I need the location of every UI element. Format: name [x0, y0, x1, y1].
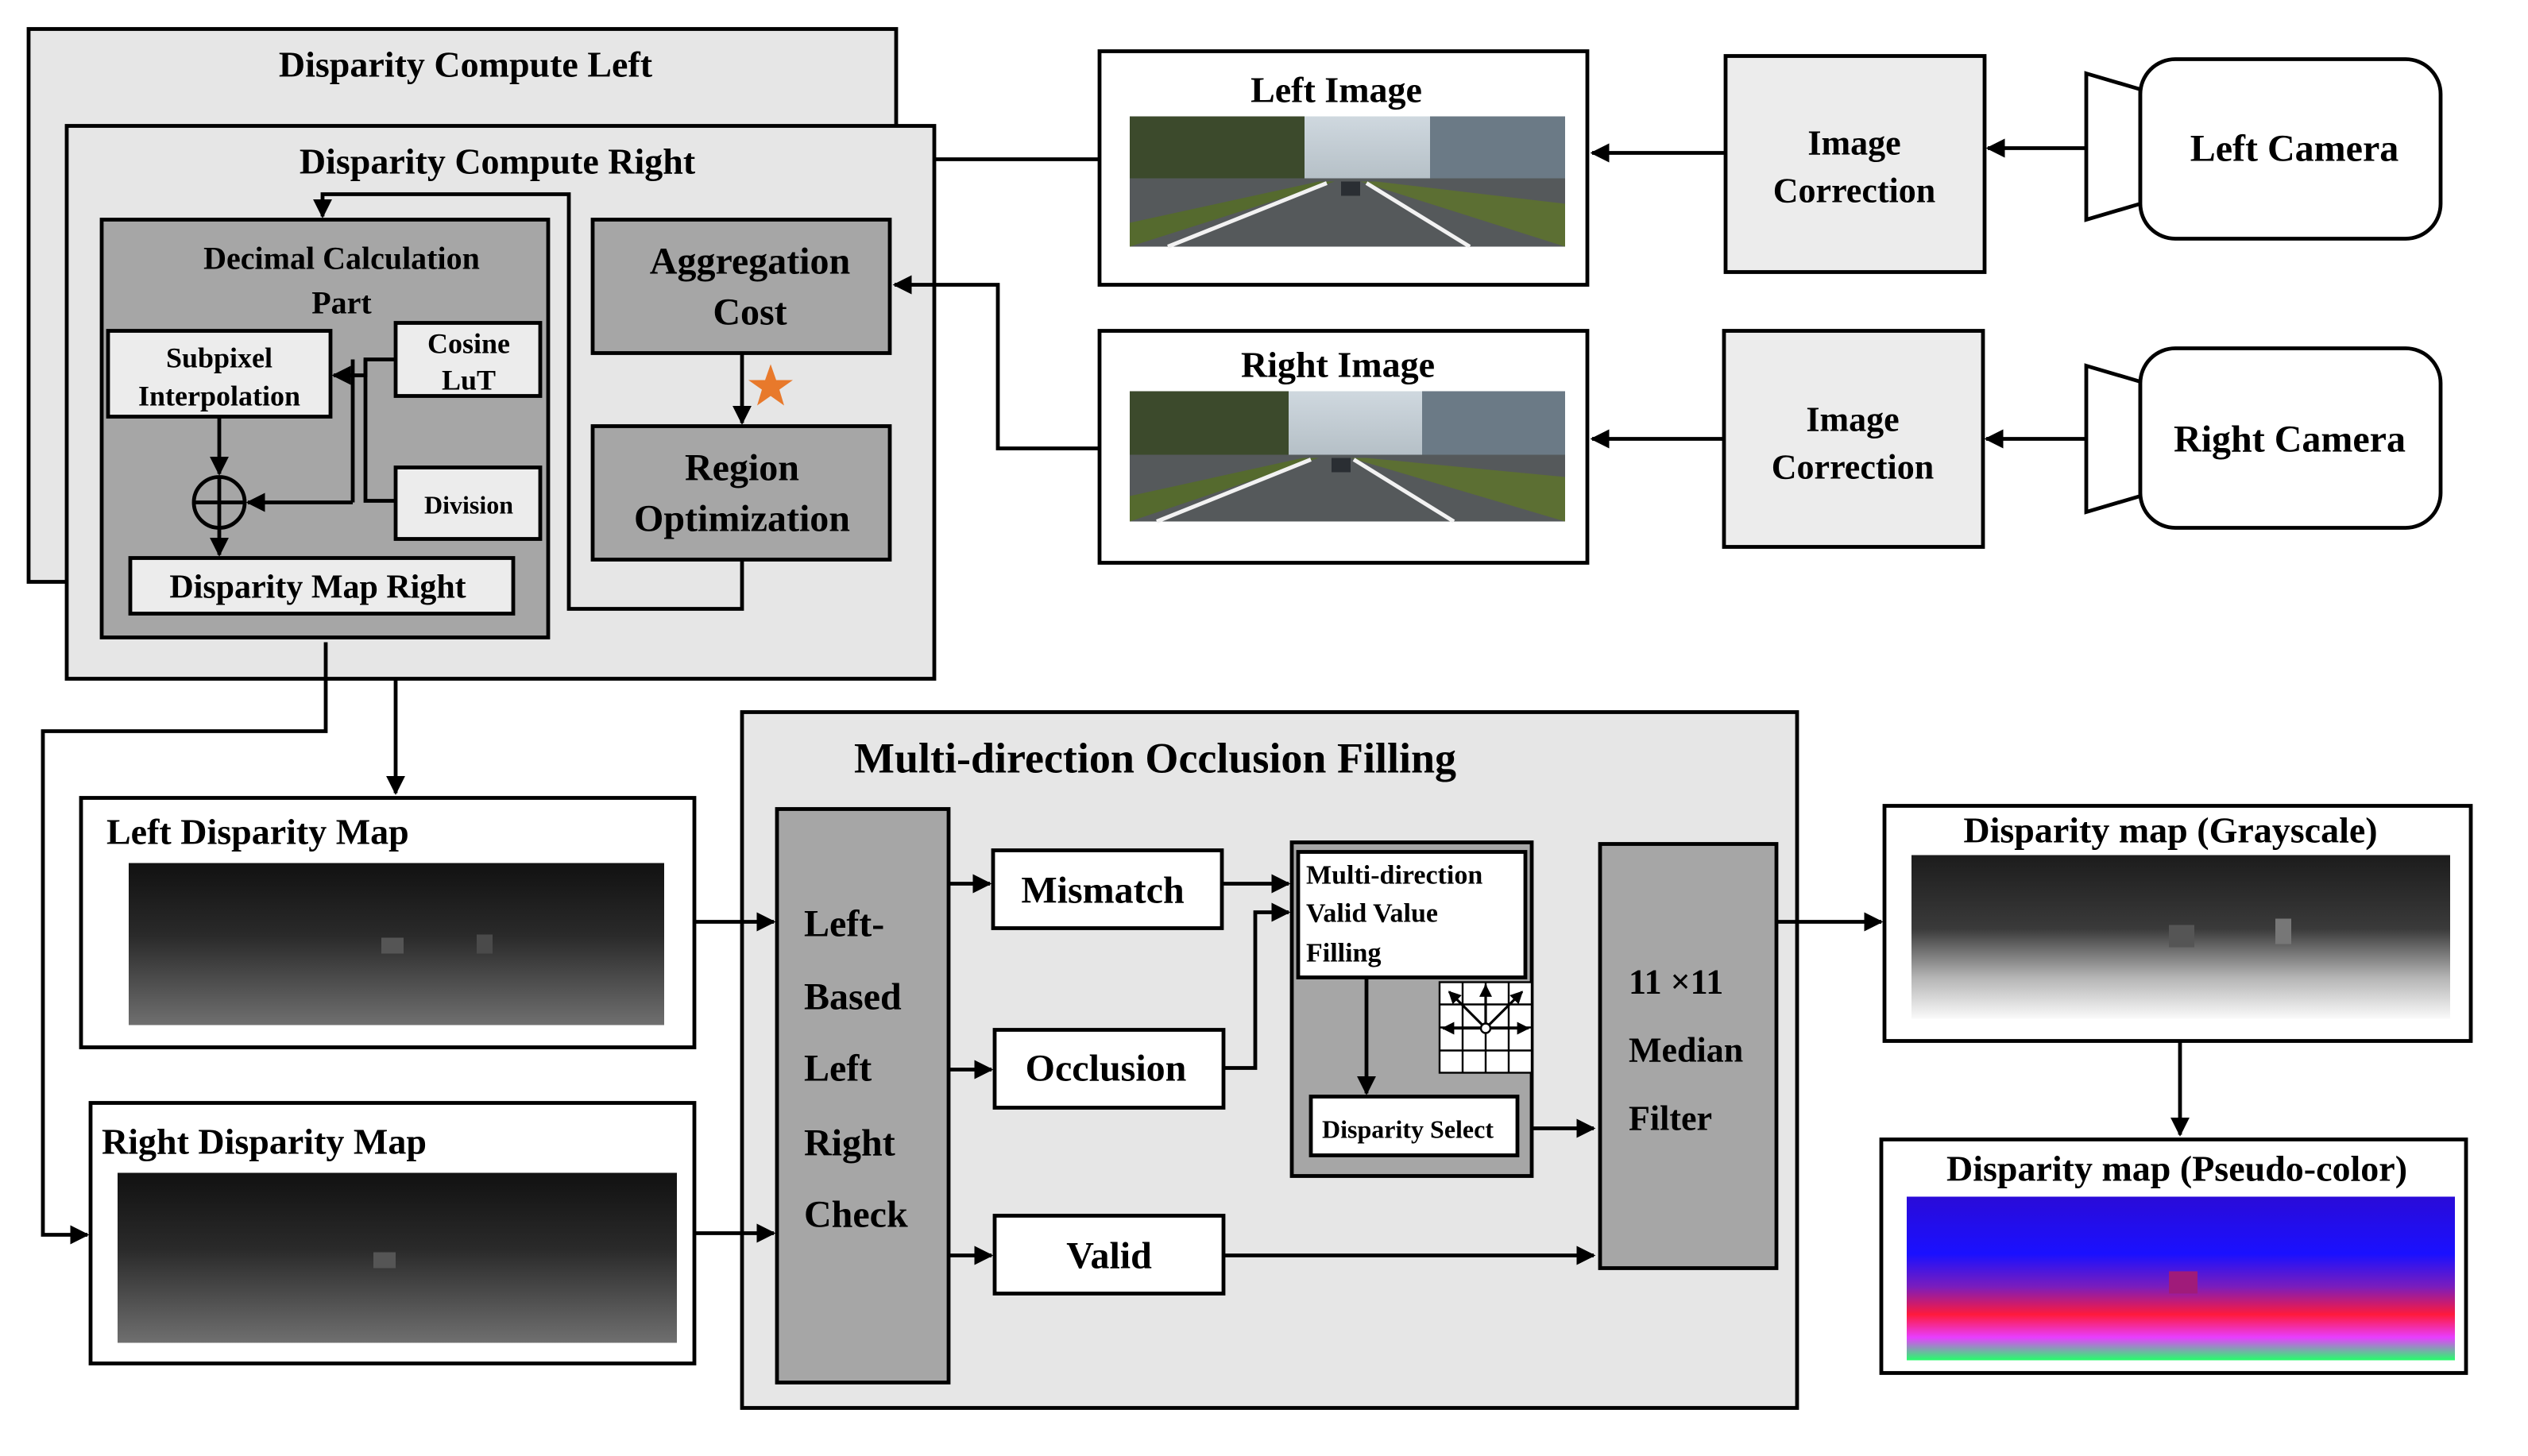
circle-plus-icon: [191, 475, 247, 530]
median-filter-block: [1598, 842, 1779, 1270]
decimal-calculation-title-line2: Part: [311, 285, 372, 321]
right-road-photo: [1130, 391, 1565, 523]
subpixel-interpolation-box: [106, 329, 333, 419]
valid-label: Valid: [1066, 1235, 1152, 1277]
disparity-select-box: [1308, 1095, 1520, 1157]
grayscale-output-title: Disparity map (Grayscale): [1963, 810, 2377, 851]
subpixel-interpolation-line2: Interpolation: [138, 380, 300, 412]
edge-right-image-to-aggregation: [892, 275, 1100, 450]
valid-box: [992, 1214, 1226, 1296]
pseudocolor-disparity-image: [1907, 1196, 2455, 1361]
decimal-calculation-title-line1: Decimal Calculation: [203, 241, 480, 276]
left-road-photo: [1130, 116, 1565, 249]
right-disparity-image: [118, 1172, 677, 1343]
edge-division-to-adder: [363, 359, 396, 503]
valid-value-filling-box: [1296, 850, 1528, 979]
edge-compute-to-right-map: [41, 642, 328, 1245]
aggregation-cost-line1: Aggregation: [650, 241, 850, 283]
mvvf-line-1: Multi-direction: [1306, 861, 1482, 890]
left-disparity-image: [129, 863, 664, 1025]
mismatch-label: Mismatch: [1021, 870, 1184, 912]
grayscale-disparity-image: [1911, 855, 2450, 1019]
region-optimization-line2: Optimization: [634, 498, 850, 540]
left-image-title: Left Image: [1250, 70, 1422, 110]
mvvf-line-3: Filling: [1306, 939, 1381, 968]
left-image-correction-line1: Image: [1807, 124, 1900, 163]
right-image-correction-line2: Correction: [1772, 448, 1934, 487]
lrc-line-5: Check: [804, 1194, 908, 1236]
occlusion-label: Occlusion: [1026, 1048, 1187, 1090]
region-optimization-line1: Region: [685, 447, 799, 489]
left-image-correction-line2: Correction: [1773, 172, 1935, 210]
right-image-title: Right Image: [1241, 345, 1435, 385]
occlusion-box: [992, 1028, 1226, 1110]
disparity-map-right-label: Disparity Map Right: [169, 570, 466, 606]
lrc-line-3: Left: [804, 1048, 872, 1090]
left-disparity-map-title: Left Disparity Map: [106, 812, 409, 852]
edge-region-loop-to-decimal: [313, 192, 744, 611]
aggregation-cost-line2: Cost: [713, 292, 787, 334]
median-line-1: 11 ×11: [1629, 963, 1723, 1002]
division-label: Division: [424, 491, 513, 519]
right-image-correction-box: [1722, 329, 1985, 549]
disparity-map-right-box: [128, 556, 516, 616]
disparity-compute-right-title: Disparity Compute Right: [300, 141, 696, 182]
cosine-lut-box: [393, 321, 543, 398]
lrc-line-2: Based: [804, 976, 902, 1018]
disparity-compute-left-title: Disparity Compute Left: [279, 44, 653, 85]
left-camera-label: Left Camera: [2190, 128, 2399, 170]
star-icon: [748, 364, 793, 406]
left-right-check-block: [775, 807, 951, 1385]
right-camera-label: Right Camera: [2174, 419, 2406, 461]
camera-icon: [2084, 57, 2443, 241]
right-disparity-map-title: Right Disparity Map: [102, 1122, 427, 1162]
disparity-select-label: Disparity Select: [1322, 1115, 1494, 1144]
right-image-correction-line1: Image: [1806, 400, 1899, 439]
occlusion-filling-title: Multi-direction Occlusion Filling: [854, 735, 1456, 782]
pseudocolor-output-title: Disparity map (Pseudo-color): [1946, 1149, 2407, 1189]
mismatch-box: [991, 848, 1224, 930]
direction-grid-icon: [1438, 981, 1533, 1074]
mvvf-line-2: Valid Value: [1306, 899, 1438, 929]
edge-occlusion-to-filling: [1223, 902, 1291, 1070]
lrc-line-1: Left-: [804, 903, 884, 945]
region-optimization-box: [590, 424, 892, 562]
subpixel-interpolation-line1: Subpixel: [166, 342, 273, 374]
cosine-lut-line2: LuT: [442, 365, 496, 396]
cosine-lut-line1: Cosine: [427, 328, 510, 360]
median-line-2: Median: [1629, 1031, 1743, 1070]
division-box: [393, 465, 543, 541]
left-image-correction-box: [1723, 54, 1987, 274]
camera-icon: [2084, 346, 2443, 530]
median-line-3: Filter: [1629, 1099, 1712, 1138]
lrc-line-4: Right: [804, 1122, 895, 1164]
